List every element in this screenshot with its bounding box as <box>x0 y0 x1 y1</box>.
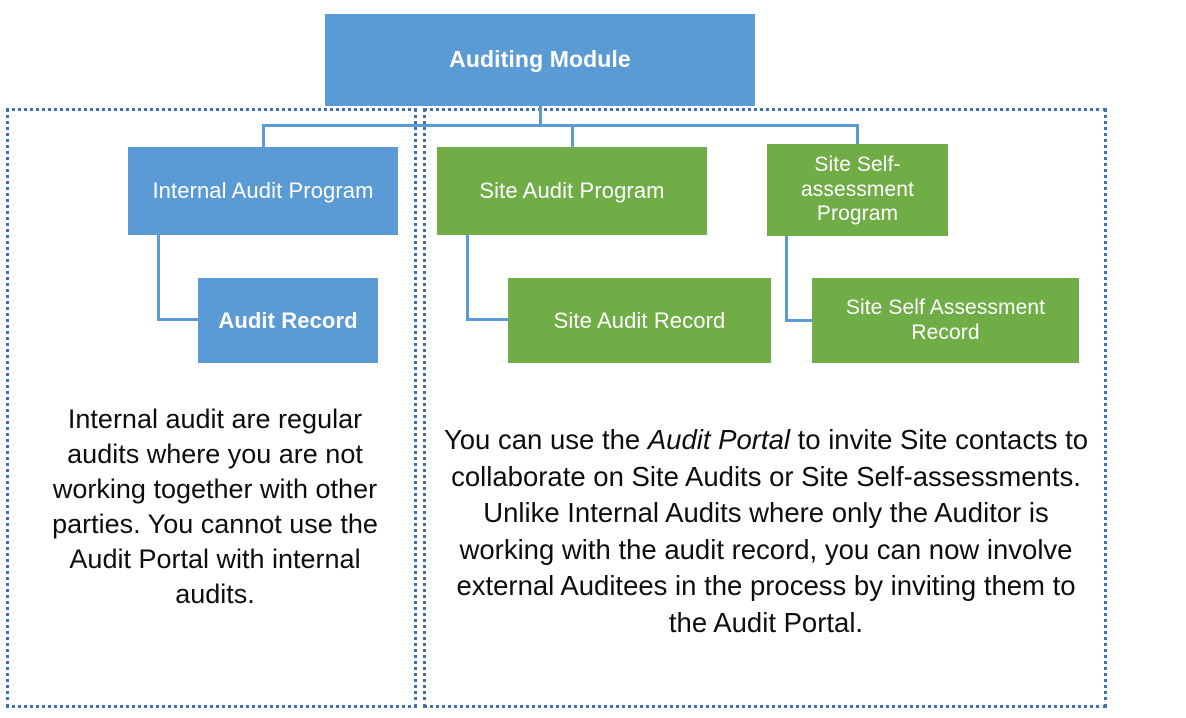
connector-elbow-site-self-assessment-record-horizontal <box>785 319 816 322</box>
connector-elbow-site-audit-record-vertical <box>466 235 469 321</box>
caption-internal-audit: Internal audit are regular audits where … <box>52 404 378 610</box>
connector-drop-site-audit-program <box>571 124 574 148</box>
caption-right-part1: You can use the <box>443 424 648 455</box>
node-site-audit-record: Site Audit Record <box>508 278 771 363</box>
connector-elbow-site-self-assessment-record-vertical <box>785 236 788 322</box>
node-audit-record: Audit Record <box>198 278 378 363</box>
node-auditing-module: Auditing Module <box>325 14 755 106</box>
connector-elbow-audit-record-horizontal <box>157 318 202 321</box>
node-internal-audit-program: Internal Audit Program <box>128 147 398 235</box>
connector-elbow-site-audit-record-horizontal <box>466 318 511 321</box>
connector-elbow-audit-record-vertical <box>157 235 160 321</box>
connector-drop-site-self-assessment-program <box>856 124 859 148</box>
panel-internal-branch <box>6 108 417 708</box>
caption-right-emphasis: Audit Portal <box>647 424 790 455</box>
caption-right-part2: to invite Site contacts to collaborate o… <box>451 424 1089 638</box>
node-site-audit-program: Site Audit Program <box>437 147 707 235</box>
caption-audit-portal: You can use the Audit Portal to invite S… <box>437 422 1095 641</box>
node-site-self-assessment-program: Site Self-assessment Program <box>767 144 948 236</box>
connector-horizontal-bus <box>262 124 857 127</box>
node-site-self-assessment-record: Site Self Assessment Record <box>812 278 1079 363</box>
connector-drop-internal-audit-program <box>262 124 265 148</box>
panel-site-branch <box>423 108 1107 708</box>
connector-root-stem <box>539 106 542 126</box>
